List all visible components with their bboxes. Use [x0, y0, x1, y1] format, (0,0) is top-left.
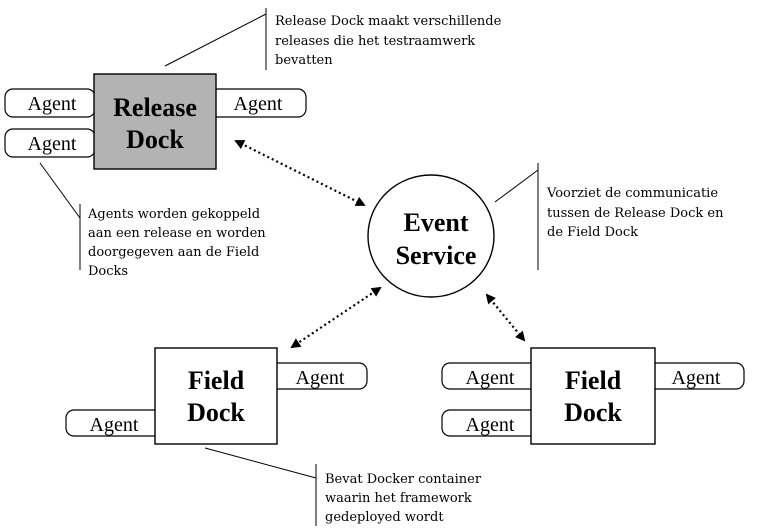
release-dock-label-line1: Release: [113, 93, 197, 122]
note-field-dock-line: gedeployed wordt: [325, 510, 444, 525]
callout-agents: [39, 162, 81, 270]
field-dock-left-label-line2: Dock: [187, 398, 245, 427]
release-dock-agent-right-label: Agent: [234, 93, 283, 115]
arrow-event-to-field-left: [290, 286, 382, 349]
note-field-dock-line: Bevat Docker container: [325, 472, 482, 487]
field-dock-left-agent-right-label: Agent: [296, 367, 345, 389]
release-dock-label-line2: Dock: [126, 125, 184, 154]
note-field-dock-line: waarin het framework: [325, 491, 472, 506]
event-service-circle: [367, 174, 495, 298]
note-agents: Agents worden gekoppeld aan een release …: [87, 207, 266, 279]
callout-release-dock: [164, 8, 267, 70]
field-dock-right-agent-left-top-label: Agent: [466, 367, 515, 389]
callout-event-service: [494, 163, 539, 270]
event-service-group: Event Service: [367, 174, 495, 298]
note-agents-line: aan een release en worden: [88, 226, 266, 241]
field-dock-left-label-line1: Field: [188, 366, 245, 395]
note-agents-line: Agents worden gekoppeld: [87, 207, 260, 222]
field-dock-left-box: [154, 347, 278, 445]
field-dock-left-agent-left-label: Agent: [90, 414, 139, 436]
field-dock-right-agent-right-label: Agent: [672, 367, 721, 389]
note-release-dock-line: bevatten: [275, 53, 333, 68]
event-service-label-line1: Event: [404, 208, 469, 237]
field-dock-right-box: [530, 347, 656, 445]
field-dock-right-group: Agent Agent Agent Field Dock: [441, 347, 745, 445]
note-release-dock-line: Release Dock maakt verschillende: [275, 14, 502, 29]
field-dock-right-label-line1: Field: [565, 366, 622, 395]
note-event-service: Voorziet de communicatie tussen de Relea…: [546, 186, 724, 240]
note-event-service-line: Voorziet de communicatie: [546, 186, 718, 201]
release-dock-agent-left-bottom-label: Agent: [28, 133, 77, 155]
release-dock-group: Agent Agent Agent Release Dock: [4, 73, 307, 170]
note-agents-line: doorgegeven aan de Field: [88, 245, 259, 260]
note-release-dock-line: releases die het testraamwerk: [275, 34, 475, 49]
arrow-release-to-event: [234, 140, 366, 206]
note-release-dock: Release Dock maakt verschillende release…: [275, 14, 502, 68]
note-event-service-line: tussen de Release Dock en: [547, 206, 724, 221]
release-dock-agent-left-top-label: Agent: [28, 93, 77, 115]
arrow-event-to-field-right: [485, 293, 526, 342]
callout-field-dock: [204, 447, 317, 526]
note-field-dock: Bevat Docker container waarin het framew…: [325, 472, 482, 525]
event-service-label-line2: Service: [396, 241, 477, 270]
note-event-service-line: de Field Dock: [547, 225, 638, 240]
field-dock-right-label-line2: Dock: [564, 398, 622, 427]
field-dock-right-agent-left-bottom-label: Agent: [466, 414, 515, 436]
field-dock-left-group: Agent Agent Field Dock: [65, 347, 368, 445]
release-dock-box: [93, 73, 217, 170]
note-agents-line: Docks: [88, 264, 128, 279]
